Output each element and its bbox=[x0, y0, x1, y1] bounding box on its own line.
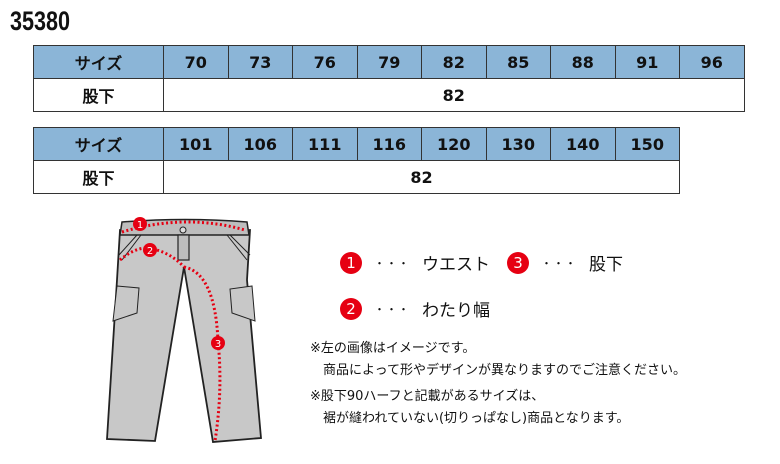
note-1: ※左の画像はイメージです。 商品によって形やデザインが異なりますのでご注意くださ… bbox=[310, 338, 686, 382]
size-cell: 79 bbox=[356, 45, 422, 79]
size-cell: 73 bbox=[227, 45, 293, 79]
svg-text:1: 1 bbox=[137, 220, 143, 231]
inseam-row: 股下 82 bbox=[33, 78, 745, 112]
note-line: ※左の画像はイメージです。 bbox=[310, 341, 476, 356]
note-line: ※股下90ハーフと記載があるサイズは、 bbox=[310, 389, 545, 404]
note-2: ※股下90ハーフと記載があるサイズは、 裾が縫われていない(切りっぱなし)商品と… bbox=[310, 386, 629, 430]
inseam-row: 股下 82 bbox=[33, 160, 680, 194]
svg-text:3: 3 bbox=[215, 339, 221, 350]
dots: ・・・ bbox=[374, 256, 410, 270]
marker-1: 1 bbox=[133, 217, 147, 231]
size-cell: 111 bbox=[292, 127, 358, 161]
size-table-2: サイズ 101 106 111 116 120 130 140 150 股下 8… bbox=[33, 127, 680, 194]
size-table-1: サイズ 70 73 76 79 82 85 88 91 96 股下 82 bbox=[33, 45, 745, 112]
pants-illustration: 1 2 3 bbox=[106, 217, 262, 443]
size-cell: 85 bbox=[485, 45, 551, 79]
inseam-value: 82 bbox=[163, 78, 745, 112]
size-header-row: サイズ 101 106 111 116 120 130 140 150 bbox=[33, 127, 680, 161]
marker-2: 2 bbox=[143, 243, 157, 257]
size-cell: 130 bbox=[485, 127, 551, 161]
size-cell: 82 bbox=[421, 45, 487, 79]
legend-label: 股下 bbox=[589, 255, 623, 275]
note-line: 商品によって形やデザインが異なりますのでご注意ください。 bbox=[310, 363, 686, 378]
legend-thigh: 2 ・・・ わたり幅 bbox=[340, 296, 490, 321]
size-cell: 91 bbox=[614, 45, 680, 79]
product-code: 35380 bbox=[10, 6, 71, 36]
size-cell: 140 bbox=[550, 127, 616, 161]
svg-text:2: 2 bbox=[147, 246, 153, 257]
size-cell: 150 bbox=[614, 127, 680, 161]
note-line: 裾が縫われていない(切りっぱなし)商品となります。 bbox=[310, 411, 630, 426]
size-cell: 96 bbox=[679, 45, 745, 79]
size-header-row: サイズ 70 73 76 79 82 85 88 91 96 bbox=[33, 45, 745, 79]
number-badge: 3 bbox=[507, 251, 529, 274]
legend-inseam: 3 ・・・ 股下 bbox=[507, 250, 623, 275]
size-cell: 70 bbox=[163, 45, 229, 79]
size-cell: 76 bbox=[292, 45, 358, 79]
legend-label: わたり幅 bbox=[422, 301, 490, 321]
number-badge: 1 bbox=[340, 251, 362, 274]
dots: ・・・ bbox=[374, 302, 410, 316]
marker-3: 3 bbox=[211, 336, 225, 350]
size-cell: 88 bbox=[550, 45, 616, 79]
inseam-value: 82 bbox=[163, 160, 680, 194]
size-label: サイズ bbox=[33, 45, 164, 79]
dots: ・・・ bbox=[541, 256, 577, 270]
number-badge: 2 bbox=[340, 297, 362, 320]
size-label: サイズ bbox=[33, 127, 164, 161]
size-cell: 101 bbox=[163, 127, 229, 161]
legend-label: ウエスト bbox=[422, 255, 490, 275]
size-cell: 116 bbox=[356, 127, 422, 161]
inseam-label: 股下 bbox=[33, 160, 164, 194]
legend-waist: 1 ・・・ ウエスト bbox=[340, 250, 490, 275]
size-cell: 106 bbox=[227, 127, 293, 161]
size-cell: 120 bbox=[421, 127, 487, 161]
thigh-measure-line bbox=[119, 246, 186, 269]
inseam-label: 股下 bbox=[33, 78, 164, 112]
